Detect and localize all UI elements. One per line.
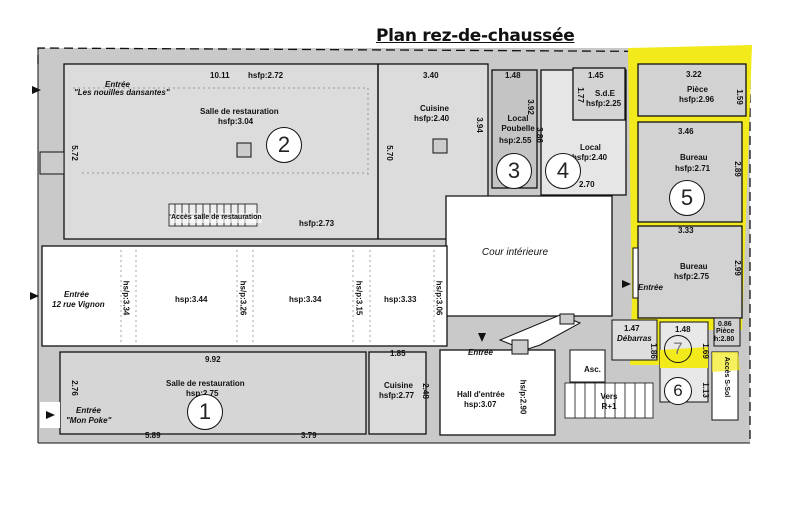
room3-height: hsp:2.55 <box>499 136 532 145</box>
room4-dim-side: 3.86 <box>534 127 544 143</box>
debarras-dim-top: 1.47 <box>624 324 640 333</box>
kitchen-top-dim: 3.40 <box>423 71 439 80</box>
r5-piece-name: Pièce <box>687 85 708 94</box>
entrance-arrow-icon <box>32 86 41 94</box>
room7-dim-side: 1.69 <box>700 343 710 359</box>
r5-bureau2-dim-top: 3.33 <box>678 226 694 235</box>
room2-height: hsfp:3.04 <box>218 117 254 126</box>
room2-dim-left: 5.72 <box>69 145 79 161</box>
entrance-arrow-icon <box>46 411 55 419</box>
corridor-segment: hs/p:3.34 <box>121 280 131 316</box>
r5-bureau1-height: hsfp:2.71 <box>675 164 711 173</box>
room1-dim-bottom-right: 3.79 <box>301 431 317 440</box>
hall-height: hsp:3.07 <box>464 400 497 409</box>
sde-dim-side: 1.77 <box>575 87 585 103</box>
room2-entrance-name: "Les nouilles dansantes" <box>74 88 170 97</box>
room-number-4: 4 <box>545 153 581 189</box>
room-number-1: 1 <box>187 394 223 430</box>
room2-bottom-height: hsfp:2.73 <box>299 219 335 228</box>
kitchen-top-name: Cuisine <box>420 104 449 113</box>
corridor-segment: hsp:3.33 <box>384 295 417 304</box>
sde-dim-top: 1.45 <box>588 71 604 80</box>
entrance-arrow-icon <box>478 333 486 342</box>
r5-bureau2-height: hsfp:2.75 <box>674 272 710 281</box>
r5-bureau1-dim-top: 3.46 <box>678 127 694 136</box>
corridor-segment: hsp:3.34 <box>289 295 322 304</box>
room1-name: Salle de restauration <box>166 379 245 388</box>
r5-bureau2-dim-side: 2.99 <box>732 260 742 276</box>
r5-bureau2-name: Bureau <box>680 262 708 271</box>
room2-entrance-label: Entrée <box>105 80 130 89</box>
small-piece-name: Pièce <box>716 328 735 335</box>
room2-dim-top: 10.11 <box>210 71 230 80</box>
plan-title: Plan rez-de-chaussée <box>376 26 575 46</box>
basement-access-label: Accès S-Sol <box>723 356 731 398</box>
kitchen-bottom-dim-side: 2.48 <box>420 383 430 399</box>
hall-name: Hall d'entrée <box>457 390 505 399</box>
room1-dim-top: 9.92 <box>205 355 221 364</box>
sde-name: S.d.E <box>595 89 616 98</box>
kitchen-top-dim-side: 3.94 <box>474 117 484 133</box>
small-piece-height: h:2.80 <box>714 336 735 343</box>
stairs-up-label: Vers R+1 <box>600 392 618 411</box>
room2-dim-top-height: hsfp:2.72 <box>248 71 284 80</box>
room3-dim-side: 3.92 <box>525 99 535 115</box>
corridor-segment: hs/p:3.15 <box>354 280 364 316</box>
corridor-segment: hs/p:3.06 <box>434 280 444 316</box>
room4-name: Local <box>580 143 601 152</box>
corridor-entrance-address: 12 rue Vignon <box>52 300 105 309</box>
debarras-name: Débarras <box>617 334 652 343</box>
room1-entrance-name: "Mon Poke" <box>66 416 112 425</box>
debarras-dim-side: 1.86 <box>648 343 658 359</box>
kitchen-bottom-dim-top: 1.85 <box>390 349 406 358</box>
r5-piece-dim-side: 1.59 <box>734 89 744 105</box>
kitchen-bottom-name: Cuisine <box>384 381 413 390</box>
hall-entrance: Entrée <box>468 348 493 357</box>
room-number-5: 5 <box>669 180 705 216</box>
room1-entrance-label: Entrée <box>76 406 101 415</box>
room-number-2: 2 <box>266 127 302 163</box>
elevator-label: Asc. <box>584 365 601 374</box>
entrance-arrow-icon <box>622 280 631 288</box>
room4-height: hsfp:2.40 <box>572 153 608 162</box>
room3-name: Local Poubelle <box>501 114 535 133</box>
room3-dim-top: 1.48 <box>505 71 521 80</box>
room-number-7: 7 <box>664 335 692 363</box>
corridor-segment: hsp:3.44 <box>175 295 208 304</box>
r5-piece-height: hsfp:2.96 <box>679 95 715 104</box>
room1-height: hsp:2.75 <box>186 389 218 399</box>
room7-dim-top: 1.48 <box>675 325 691 334</box>
entrance-arrow-icon <box>30 292 39 300</box>
room2-stairs-access: Accès salle de restauration <box>171 213 262 223</box>
room2-dim-right: 5.70 <box>384 145 394 161</box>
room-number-6: 6 <box>664 377 692 405</box>
r5-piece-dim-top: 3.22 <box>686 70 702 79</box>
room6-dim-side: 1.13 <box>700 382 710 398</box>
corridor-entrance-label: Entrée <box>64 290 89 299</box>
room1-dim-left: 2.76 <box>69 380 79 396</box>
kitchen-bottom-height: hsfp:2.77 <box>379 391 415 400</box>
room1-dim-bottom-left: 5.89 <box>145 431 161 440</box>
small-piece-dim: 0.86 <box>718 321 732 328</box>
courtyard-name: Cour intérieure <box>481 247 549 258</box>
hall-side: hs/p:2.90 <box>518 379 528 415</box>
room-number-3: 3 <box>496 153 532 189</box>
r5-bureau1-dim-side: 2.89 <box>732 161 742 177</box>
corridor-segment: hs/p:3.26 <box>238 280 248 316</box>
r5-entrance: Entrée <box>638 283 663 292</box>
kitchen-top-height: hsfp:2.40 <box>414 114 450 123</box>
room4-dim-bottom: 2.70 <box>579 180 595 189</box>
r5-bureau1-name: Bureau <box>680 153 708 162</box>
room2-name: Salle de restauration <box>200 107 279 116</box>
sde-height: hsfp:2.25 <box>586 99 622 108</box>
